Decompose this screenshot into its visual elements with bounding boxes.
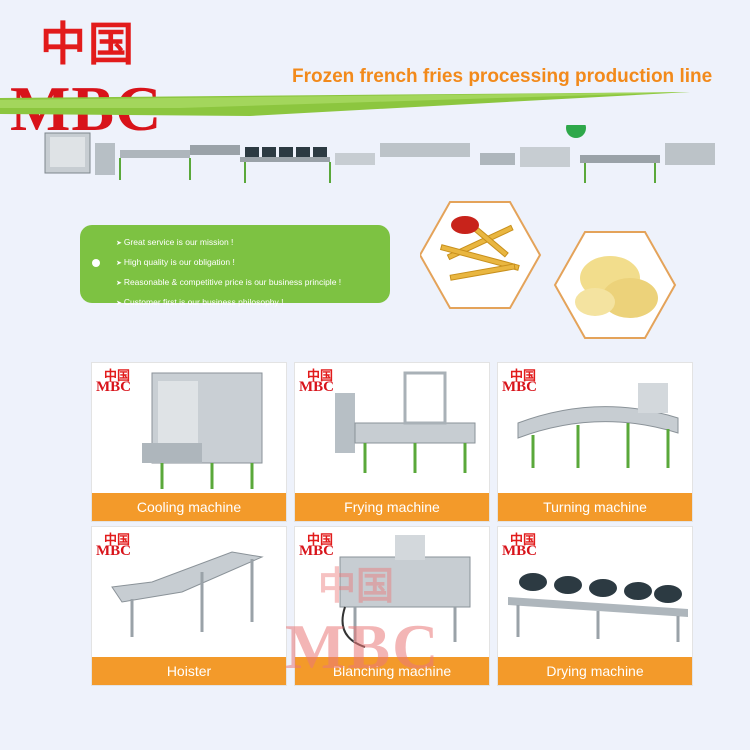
turning-machine-image [517,383,679,468]
brand-chinese-logo: 中国 [40,17,136,71]
page-title: Frozen french fries processing productio… [292,66,713,87]
card-label: Cooling machine [92,493,286,521]
food-photos [420,201,677,339]
product-card-frying[interactable]: 中国 MBC Frying machine [294,362,490,522]
product-card-blanching[interactable]: 中国 MBC Blanching machine [294,526,490,686]
card-logo-cn: 中国 [510,369,537,384]
hoister-image [111,551,264,637]
production-line-image [44,125,715,183]
slogan-list: Great service is our mission ! High qual… [116,233,341,313]
slogan-item: Customer first is our business philosoph… [116,293,341,313]
card-label: Blanching machine [295,657,489,685]
card-logo-mbc: MBC [96,379,131,395]
card-label: Frying machine [295,493,489,521]
card-logo-cn: 中国 [510,533,537,548]
product-card-cooling[interactable]: 中国 MBC Cooling machine [91,362,287,522]
card-logo-mbc: MBC [502,379,537,395]
card-logo-mbc: MBC [299,379,334,395]
blanching-machine-image [339,535,471,648]
card-logo-cn: 中国 [104,369,131,384]
card-logo-cn: 中国 [307,533,334,548]
slogan-box: Great service is our mission ! High qual… [80,225,390,307]
drying-machine-image [508,573,688,642]
cooling-machine-image [142,372,263,489]
card-logo-mbc: MBC [502,543,537,559]
card-logo-mbc: MBC [96,543,131,559]
product-card-drying[interactable]: 中国 MBC Drying machine [497,526,693,686]
card-logo-cn: 中国 [104,533,131,548]
card-logo-cn: 中国 [307,369,334,384]
slogan-item: Reasonable & competitive price is our bu… [116,273,341,293]
frying-machine-image [335,371,476,473]
bullet-dot [92,259,100,267]
watermark-mbc: MBC [285,611,441,682]
card-label: Hoister [92,657,286,685]
green-swoosh [0,92,690,116]
product-card-turning[interactable]: 中国 MBC Turning machine [497,362,693,522]
slogan-item: High quality is our obligation ! [116,253,341,273]
card-label: Drying machine [498,657,692,685]
card-logo-mbc: MBC [299,543,334,559]
watermark-cn: 中国 [318,563,395,608]
card-label: Turning machine [498,493,692,521]
product-card-hoister[interactable]: 中国 MBC Hoister [91,526,287,686]
slogan-item: Great service is our mission ! [116,233,341,253]
